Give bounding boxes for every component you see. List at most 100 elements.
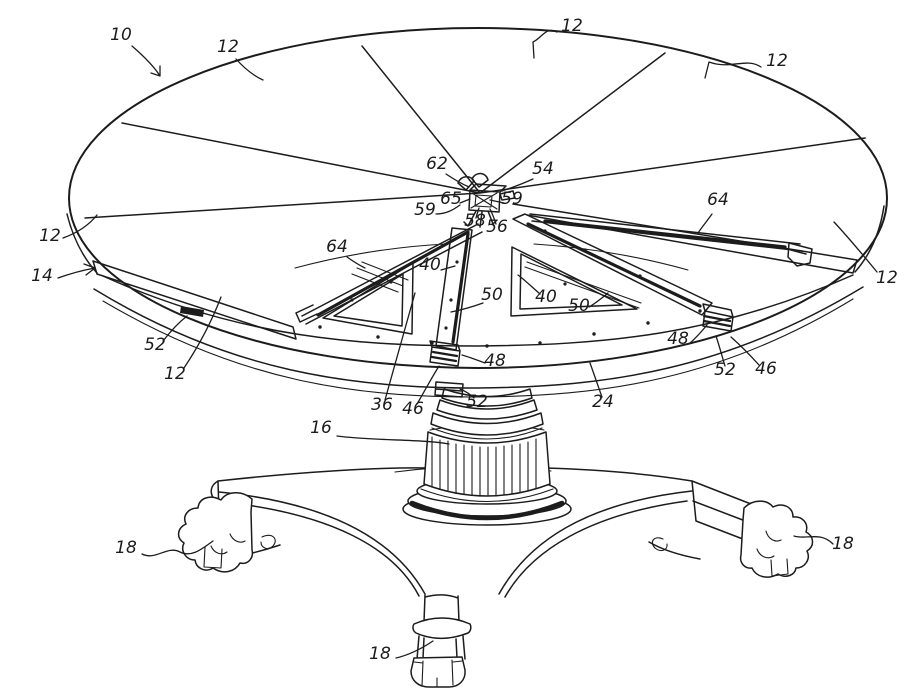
ref-label-10-0: 10 [110, 25, 132, 45]
wedge-frame-left [322, 262, 414, 335]
lead-line-48-25 [688, 324, 708, 345]
ref-label-52-23: 52 [466, 392, 488, 412]
slide-rail-left-stripe [316, 230, 470, 317]
lead-line-46-27 [730, 336, 760, 366]
ref-label-59-11: 59 [414, 200, 436, 220]
ref-label-12-1: 12 [217, 37, 239, 57]
pedestal-ring-1 [441, 388, 533, 407]
claw-foot-left [177, 492, 254, 573]
hub-feet [463, 210, 498, 228]
latch-plate-center [434, 381, 464, 398]
platform-far-edge [217, 467, 693, 482]
base-disc-dark-band [409, 500, 565, 521]
lead-line-16-30 [336, 435, 450, 445]
lead-line-59-12 [489, 199, 505, 204]
lead-line-52-23 [459, 388, 475, 399]
apron-screw-dots [318, 309, 702, 348]
lead-line-12-2 [532, 29, 558, 59]
front-foot-toes [413, 659, 463, 688]
ref-label-65-10: 65 [440, 189, 462, 209]
beam-right-bottom [648, 541, 701, 560]
ref-label-52-26: 52 [714, 360, 736, 380]
lead-line-14-5 [57, 263, 96, 279]
lead-line-52-6 [162, 315, 188, 342]
ref-label-12-2: 12 [561, 16, 583, 36]
lead-line-64-15 [346, 256, 366, 269]
lead-line-62-8 [445, 173, 470, 188]
lead-line-65-10 [459, 198, 471, 204]
lead-line-56-14 [489, 208, 497, 225]
lead-line-24-24 [589, 362, 603, 398]
latch-block-right-hatch [702, 314, 732, 328]
lead-line-58-13 [475, 207, 480, 219]
rail-end-bracket-right [787, 242, 813, 267]
fluted-drum [423, 431, 551, 497]
hub-tab-right [499, 190, 516, 201]
leaf-division-lines [84, 45, 866, 219]
lead-line-50-17 [450, 302, 484, 313]
latch-block-left-hatch [430, 350, 459, 363]
mechanism-screw-dots [350, 229, 642, 330]
claw-foot-right-toes [756, 530, 789, 577]
ref-label-50-19: 50 [568, 296, 590, 316]
front-foot-bun [410, 656, 466, 688]
lead-line-52-26 [715, 335, 726, 367]
hub-pawl-right [471, 172, 489, 188]
ref-label-48-20: 48 [484, 351, 506, 371]
apron-molding [102, 298, 854, 398]
ref-label-46-27: 46 [755, 359, 777, 379]
scissor-slat-right [524, 261, 642, 309]
lead-line-12-29 [833, 221, 878, 273]
rim-thickness-left [66, 213, 98, 274]
leg-left-sweep-inner [223, 501, 420, 597]
claw-foot-right [739, 500, 814, 578]
edge-latch-left [180, 306, 204, 317]
lock-arm-vertical-stripe [451, 232, 470, 344]
ref-label-18-32: 18 [369, 644, 391, 664]
ref-label-12-4: 12 [39, 226, 61, 246]
ref-label-40-16: 40 [419, 255, 441, 275]
ref-label-58-13: 58 [464, 211, 486, 231]
ref-label-64-28: 64 [707, 190, 729, 210]
ref-label-16-30: 16 [310, 418, 332, 438]
tabletop-perimeter [68, 27, 888, 369]
lead-line-50-19 [588, 292, 609, 308]
expansion-mechanism [295, 172, 813, 398]
lead-line-12-1 [235, 58, 264, 81]
lead-line-12-7 [183, 296, 222, 369]
apron-bottom-edge [93, 286, 864, 389]
lead-line-18-33 [793, 535, 834, 545]
scroll-left [260, 534, 276, 550]
lock-arm-diagonal-stripe [526, 222, 702, 308]
latch-block-left [429, 340, 461, 367]
ref-label-12-7: 12 [164, 364, 186, 384]
pedestal-ring-2 [436, 399, 538, 420]
ref-label-14-5: 14 [31, 266, 53, 286]
lead-line-59-11 [435, 204, 461, 215]
pedestal-collar [430, 412, 544, 436]
lock-arm-diagonal [512, 213, 713, 316]
ref-label-36-21: 36 [371, 395, 393, 415]
lead-line-10-0 [131, 45, 161, 77]
hub-body [468, 183, 507, 213]
lead-line-40-16 [440, 265, 456, 271]
hub-mechanism [457, 172, 516, 228]
ref-label-12-3: 12 [766, 51, 788, 71]
leg-right-sweep-inner [504, 500, 688, 598]
lead-line-64-28 [697, 213, 713, 234]
leaf-edge-left [92, 260, 297, 340]
wedge-frame-right [510, 246, 638, 317]
ref-label-52-6: 52 [144, 335, 166, 355]
front-leg-block [416, 635, 466, 660]
ref-label-46-22: 46 [402, 399, 424, 419]
pedestal [402, 388, 572, 526]
scroll-right [651, 537, 668, 552]
lead-line-18-31 [141, 540, 214, 557]
ref-label-18-31: 18 [115, 538, 137, 558]
ref-label-62-8: 62 [426, 154, 448, 174]
front-leg-ankle [423, 594, 460, 623]
front-leg-collar [412, 617, 472, 639]
